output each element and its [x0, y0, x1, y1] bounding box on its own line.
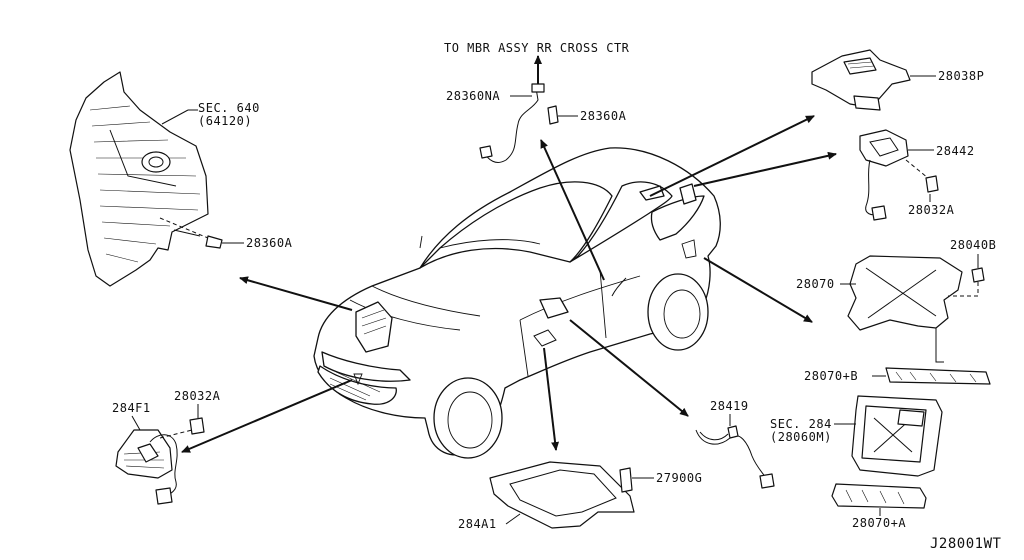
arrow-to-284A1 [543, 347, 560, 451]
diagram-id: J28001WT [930, 536, 1002, 552]
sec640-panel [69, 71, 244, 287]
bolt-28360A-top [547, 105, 559, 125]
nut-28040B [971, 267, 985, 283]
bracket-284A1 [489, 461, 654, 529]
label-28032A-left: 28032A [174, 389, 221, 403]
arrow-to-28360NA [540, 139, 605, 281]
label-28070: 28070 [796, 277, 835, 291]
label-28032A-right: 28032A [908, 203, 955, 217]
label-sec284: SEC. 284 [770, 417, 832, 431]
label-27900G: 27900G [656, 471, 702, 485]
bracket-28038P [811, 49, 936, 111]
arrow-to-28070 [703, 257, 813, 323]
label-28040B: 28040B [950, 238, 996, 252]
label-28360A-left: 28360A [246, 236, 293, 250]
pointer-arrows [181, 55, 837, 453]
bolt-28032A-right [925, 175, 939, 193]
label-sec640-sub: (64120) [198, 114, 252, 128]
arrow-to-28038P [649, 115, 815, 197]
bolt-28360A-left [205, 235, 223, 249]
vehicle-outline [313, 147, 721, 459]
module-28442 [859, 129, 939, 221]
label-sec284-sub: (28060M) [770, 430, 832, 444]
arrow-to-284F1 [181, 379, 353, 453]
bracket-28070 [840, 254, 985, 363]
harness-28419 [695, 414, 775, 489]
label-sec640: SEC. 640 [198, 101, 260, 115]
bracket-28070A [831, 483, 927, 516]
label-28360A-top: 28360A [580, 109, 627, 123]
label-28070B: 28070+B [804, 369, 858, 383]
bolt-27900G [619, 467, 633, 493]
bolt-28032A-left [189, 417, 205, 435]
arrow-to-28442 [693, 151, 837, 187]
ecu-sec284 [834, 395, 943, 477]
label-28070A: 28070+A [852, 516, 906, 530]
label-top-note: TO MBR ASSY RR CROSS CTR [444, 41, 630, 55]
rail-28070B [872, 367, 991, 385]
label-28442: 28442 [936, 144, 975, 158]
arrow-to-sec640 [239, 276, 353, 311]
label-284A1: 284A1 [458, 517, 497, 531]
sensor-284F1 [115, 404, 205, 505]
label-28038P: 28038P [938, 69, 984, 83]
harness-28360NA [479, 83, 578, 163]
label-284F1: 284F1 [112, 401, 151, 415]
label-28419: 28419 [710, 399, 749, 413]
label-28360NA: 28360NA [446, 89, 500, 103]
arrow-to-28419 [569, 319, 689, 417]
